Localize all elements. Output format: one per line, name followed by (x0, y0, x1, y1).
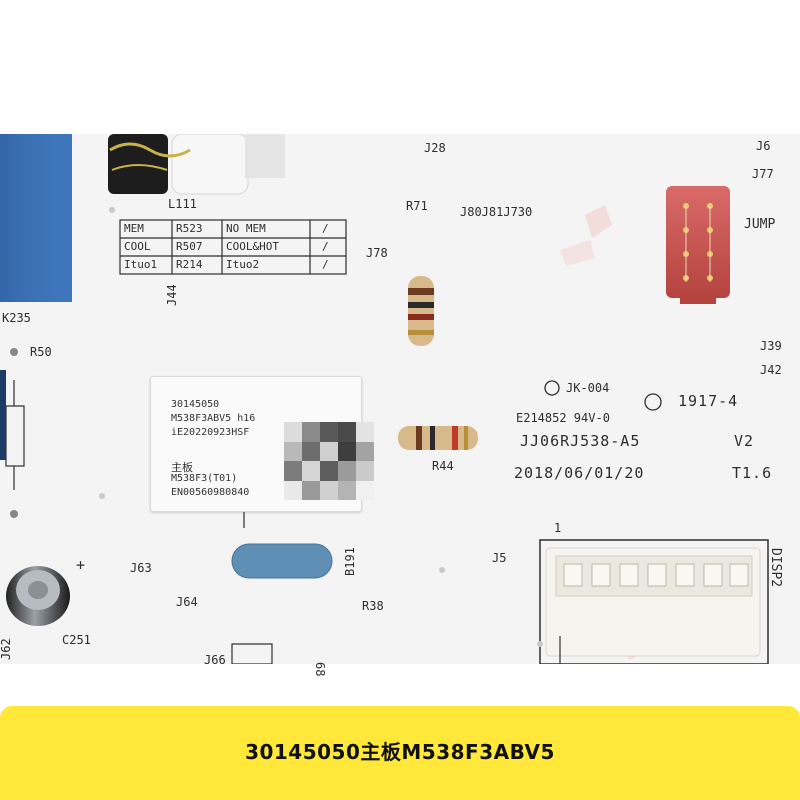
photo-bottom-margin (0, 664, 800, 706)
resistor-r71 (408, 214, 434, 400)
capacitor-c251 (6, 566, 70, 626)
ul-mark (544, 380, 662, 411)
table-r1-c2: R523 (176, 222, 203, 235)
ref-b191: B191 (343, 547, 357, 576)
ref-j78: J78 (366, 246, 388, 260)
table-r2-c2: R507 (176, 240, 203, 253)
ref-j66: J66 (204, 653, 226, 667)
resistor-r44 (382, 426, 496, 450)
table-r3-c2: R214 (176, 258, 203, 271)
ref-j44: J44 (165, 284, 179, 306)
ref-r38: R38 (362, 599, 384, 613)
ref-r50: R50 (30, 345, 52, 359)
ref-j6: J6 (756, 139, 771, 153)
ref-j68: 68 (313, 662, 327, 677)
ref-pin1: 1 (554, 521, 562, 535)
table-r1-c1: MEM (124, 222, 144, 235)
capacitor-b191 (231, 543, 333, 579)
photo-top-margin (0, 0, 800, 134)
resistor-r50 (0, 348, 25, 518)
jump-connector (666, 186, 730, 304)
ref-j63: J63 (130, 561, 152, 575)
ref-jump: JUMP (744, 217, 776, 232)
ref-j42: J42 (760, 363, 782, 377)
ref-j5: J5 (492, 551, 507, 565)
disp2-connector (539, 539, 769, 665)
ul-code: JK-004 (566, 381, 610, 395)
table-r2-c3: COOL&HOT (226, 240, 279, 253)
ref-disp2: DISP2 (768, 548, 783, 588)
inductor-l111 (108, 133, 285, 195)
capacitor-polarity-mark: + (76, 556, 86, 574)
sticker-submodel: M538F3(T01) (171, 473, 238, 484)
ref-j39: J39 (760, 339, 782, 353)
ref-j80j81j730: J80J81J730 (460, 205, 533, 219)
table-r1-c3: NO MEM (226, 222, 266, 235)
silkscreen-table (119, 219, 347, 275)
holes (99, 207, 543, 647)
pixelated-qr-code (284, 422, 374, 500)
ref-r71: R71 (406, 199, 428, 213)
table-r2-c4: / (322, 240, 329, 253)
board-version: V2 (734, 432, 755, 450)
tool-code: T1.6 (732, 464, 773, 482)
date-code: 1917-4 (678, 392, 739, 410)
build-date: 2018/06/01/20 (514, 464, 645, 482)
ref-j28: J28 (424, 141, 446, 155)
board-id: JJ06RJ538-A5 (520, 432, 641, 450)
ref-j62: J62 (0, 638, 13, 660)
ref-j64: J64 (176, 595, 198, 609)
sticker-part-number: 30145050 (171, 399, 220, 410)
product-caption: 30145050主板M538F3ABV5 (245, 740, 555, 764)
sticker-type: 主板 (171, 461, 193, 474)
ref-r44: R44 (432, 459, 454, 473)
ref-c251: C251 (62, 633, 91, 647)
ul-rating: E214852 94V-0 (516, 411, 610, 425)
table-r3-c1: Ituo1 (124, 258, 158, 271)
table-r2-c1: COOL (124, 240, 151, 253)
jumper-wires (162, 141, 753, 667)
sticker-serial: iE20220923HSF (171, 427, 250, 438)
sticker-model: M538F3ABV5 h16 (171, 413, 256, 424)
table-r3-c4: / (322, 258, 329, 271)
ref-l111: L111 (168, 197, 197, 211)
ref-k235: K235 (2, 311, 31, 325)
table-r3-c3: Ituo2 (226, 258, 260, 271)
table-r1-c4: / (322, 222, 329, 235)
caption-band (0, 706, 800, 800)
sticker-code: EN00560980840 (171, 487, 250, 498)
ref-j77: J77 (752, 167, 774, 181)
